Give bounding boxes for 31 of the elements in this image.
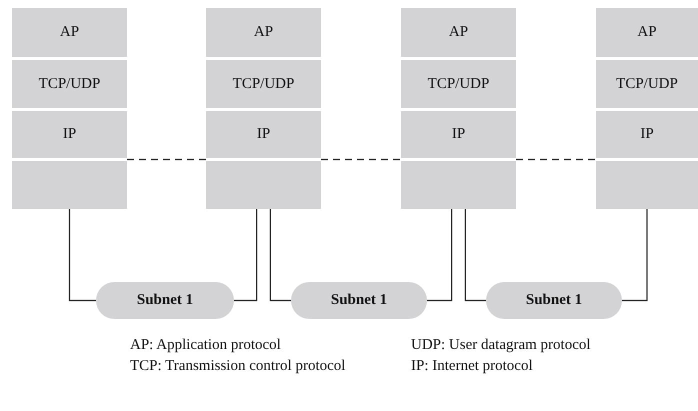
layer-label: IP xyxy=(62,126,76,143)
layer-label: AP xyxy=(254,24,274,41)
subnet-pill xyxy=(291,282,427,319)
connector-line xyxy=(234,209,258,302)
dashed-line xyxy=(127,158,206,160)
layer-label: TCP/UDP xyxy=(38,76,100,92)
layer-label: AP xyxy=(637,24,657,41)
dashed-line xyxy=(516,158,596,160)
layer-label: IP xyxy=(452,126,466,143)
layer-label: IP xyxy=(640,126,654,143)
connector-line xyxy=(622,209,648,302)
connector-line xyxy=(427,209,452,302)
subnet-label: Subnet 1 xyxy=(136,292,194,309)
layer-label: IP xyxy=(256,126,270,143)
connector-line xyxy=(270,209,291,302)
connector-line xyxy=(68,209,96,302)
subnet-pill xyxy=(486,282,622,319)
layer-label: TCP/UDP xyxy=(232,76,294,92)
layer-label: TCP/UDP xyxy=(616,76,678,92)
connector-line xyxy=(464,209,486,302)
abbreviation-note: AP: Application protocol xyxy=(130,337,281,354)
layer-label: AP xyxy=(448,24,468,41)
subnet-label: Subnet 1 xyxy=(330,292,388,309)
abbreviation-note: IP: Internet protocol xyxy=(411,358,533,375)
layer-label: AP xyxy=(60,24,80,41)
abbreviation-note: TCP: Transmission control protocol xyxy=(130,358,346,375)
layer-label: TCP/UDP xyxy=(428,76,490,92)
abbreviation-note: UDP: User datagram protocol xyxy=(411,337,591,354)
subnet-pill xyxy=(96,282,234,319)
subnet-label: Subnet 1 xyxy=(526,292,582,309)
dashed-line xyxy=(321,158,401,160)
